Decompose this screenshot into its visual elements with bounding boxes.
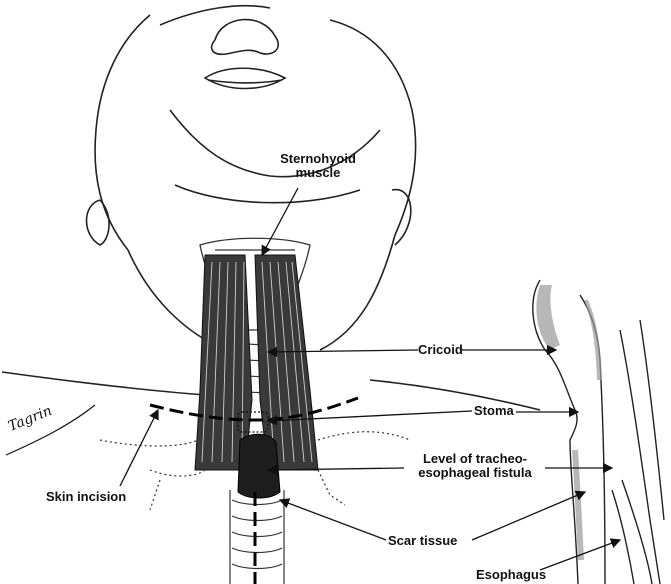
label-fistula-level: Level of tracheo- esophageal fistula — [404, 452, 546, 480]
leader-lines — [119, 187, 622, 571]
label-level-line1: Level of tracheo- — [422, 451, 528, 466]
label-esophagus: Esophagus — [476, 567, 547, 582]
label-sternohyoid-line2: muscle — [295, 165, 341, 180]
head-outline — [1, 4, 541, 411]
label-sternohyoid-line1: Sternohyoid — [280, 151, 356, 166]
label-cricoid: Cricoid — [418, 342, 463, 357]
label-skin-incision: Skin incision — [46, 489, 127, 504]
scar-tissue — [237, 433, 281, 499]
signature-underline — [5, 404, 96, 456]
label-stoma: Stoma — [474, 403, 514, 418]
skin-incision-line — [149, 396, 359, 584]
label-sternohyoid-muscle: Sternohyoid muscle — [262, 152, 374, 180]
sagittal-shading — [536, 285, 602, 560]
clavicle-outlines — [99, 431, 411, 511]
label-scar-tissue: Scar tissue — [388, 533, 458, 548]
muscle-striations — [201, 261, 313, 463]
stoma-marker — [237, 411, 269, 433]
label-level-line2: esophageal fistula — [418, 465, 532, 480]
